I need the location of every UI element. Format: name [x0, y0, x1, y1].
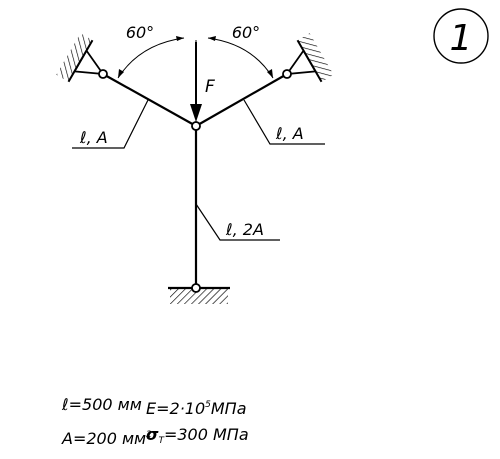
left-rod-leader [72, 99, 149, 149]
right-angle-label: 60° [232, 23, 260, 42]
figure-number: 1 [450, 18, 473, 59]
modulus-unit: МПа [210, 399, 247, 418]
figure-number-badge: 1 [433, 8, 489, 64]
left-angle-label: 60° [126, 23, 154, 42]
right-angle-arc [207, 37, 274, 79]
figure-number-circle [433, 8, 489, 64]
right-support-hatching [297, 33, 334, 82]
left-angle-arrow-upper [176, 36, 184, 41]
parameters-row-1: ℓ=500 мм E=2·105МПа [62, 392, 249, 422]
left-angle-arrow-lower [118, 69, 124, 78]
left-support-triangle [73, 48, 105, 76]
bottom-support-hatching [170, 288, 228, 304]
left-rod-annotation: ℓ, A [72, 99, 149, 149]
right-rod-label: ℓ, A [275, 124, 304, 143]
right-hinge [282, 69, 292, 79]
sigma-subscript: T [158, 436, 164, 446]
right-angle-arrow-upper [208, 36, 216, 41]
left-pin-support [56, 33, 105, 83]
sigma-symbol: σ [146, 425, 159, 444]
force-arrow-head [190, 104, 202, 122]
right-pin-support [285, 33, 334, 83]
right-support-triangle [285, 48, 317, 76]
parameters-block: ℓ=500 мм E=2·105МПа A=200 мм2 σT=300 МПа [62, 392, 249, 454]
left-rod-label: ℓ, A [79, 128, 108, 147]
right-angle-arrow-lower [267, 69, 273, 78]
left-angle-arc [117, 37, 185, 79]
vertical-rod-annotation: ℓ, 2A [195, 203, 280, 241]
left-support-hatching [56, 33, 93, 82]
modulus-base: E=2·10 [146, 399, 206, 418]
vertical-rod-label: ℓ, 2A [225, 220, 264, 239]
modulus-value: E=2·105МПа [146, 392, 247, 422]
parameters-row-2: A=200 мм2 σT=300 МПа [62, 422, 249, 454]
bottom-hinge [191, 283, 201, 293]
vertical-rod-leader [195, 203, 280, 241]
area-exponent: 2 [146, 430, 152, 440]
yield-stress-number: =300 МПа [163, 425, 249, 444]
left-rod [102, 73, 197, 127]
right-rod-annotation: ℓ, A [243, 99, 325, 145]
left-hinge [98, 69, 108, 79]
force-label: F [205, 77, 215, 97]
area-value: A=200 мм2 [62, 422, 152, 454]
central-joint [191, 121, 201, 131]
right-rod-leader [243, 99, 325, 145]
length-value: ℓ=500 мм [62, 395, 142, 414]
right-rod [195, 73, 288, 127]
yield-stress-value: σT=300 МПа [146, 422, 249, 454]
modulus-exponent: 5 [205, 400, 211, 410]
area-base: A=200 мм [62, 429, 147, 448]
force-arrow [190, 42, 202, 122]
